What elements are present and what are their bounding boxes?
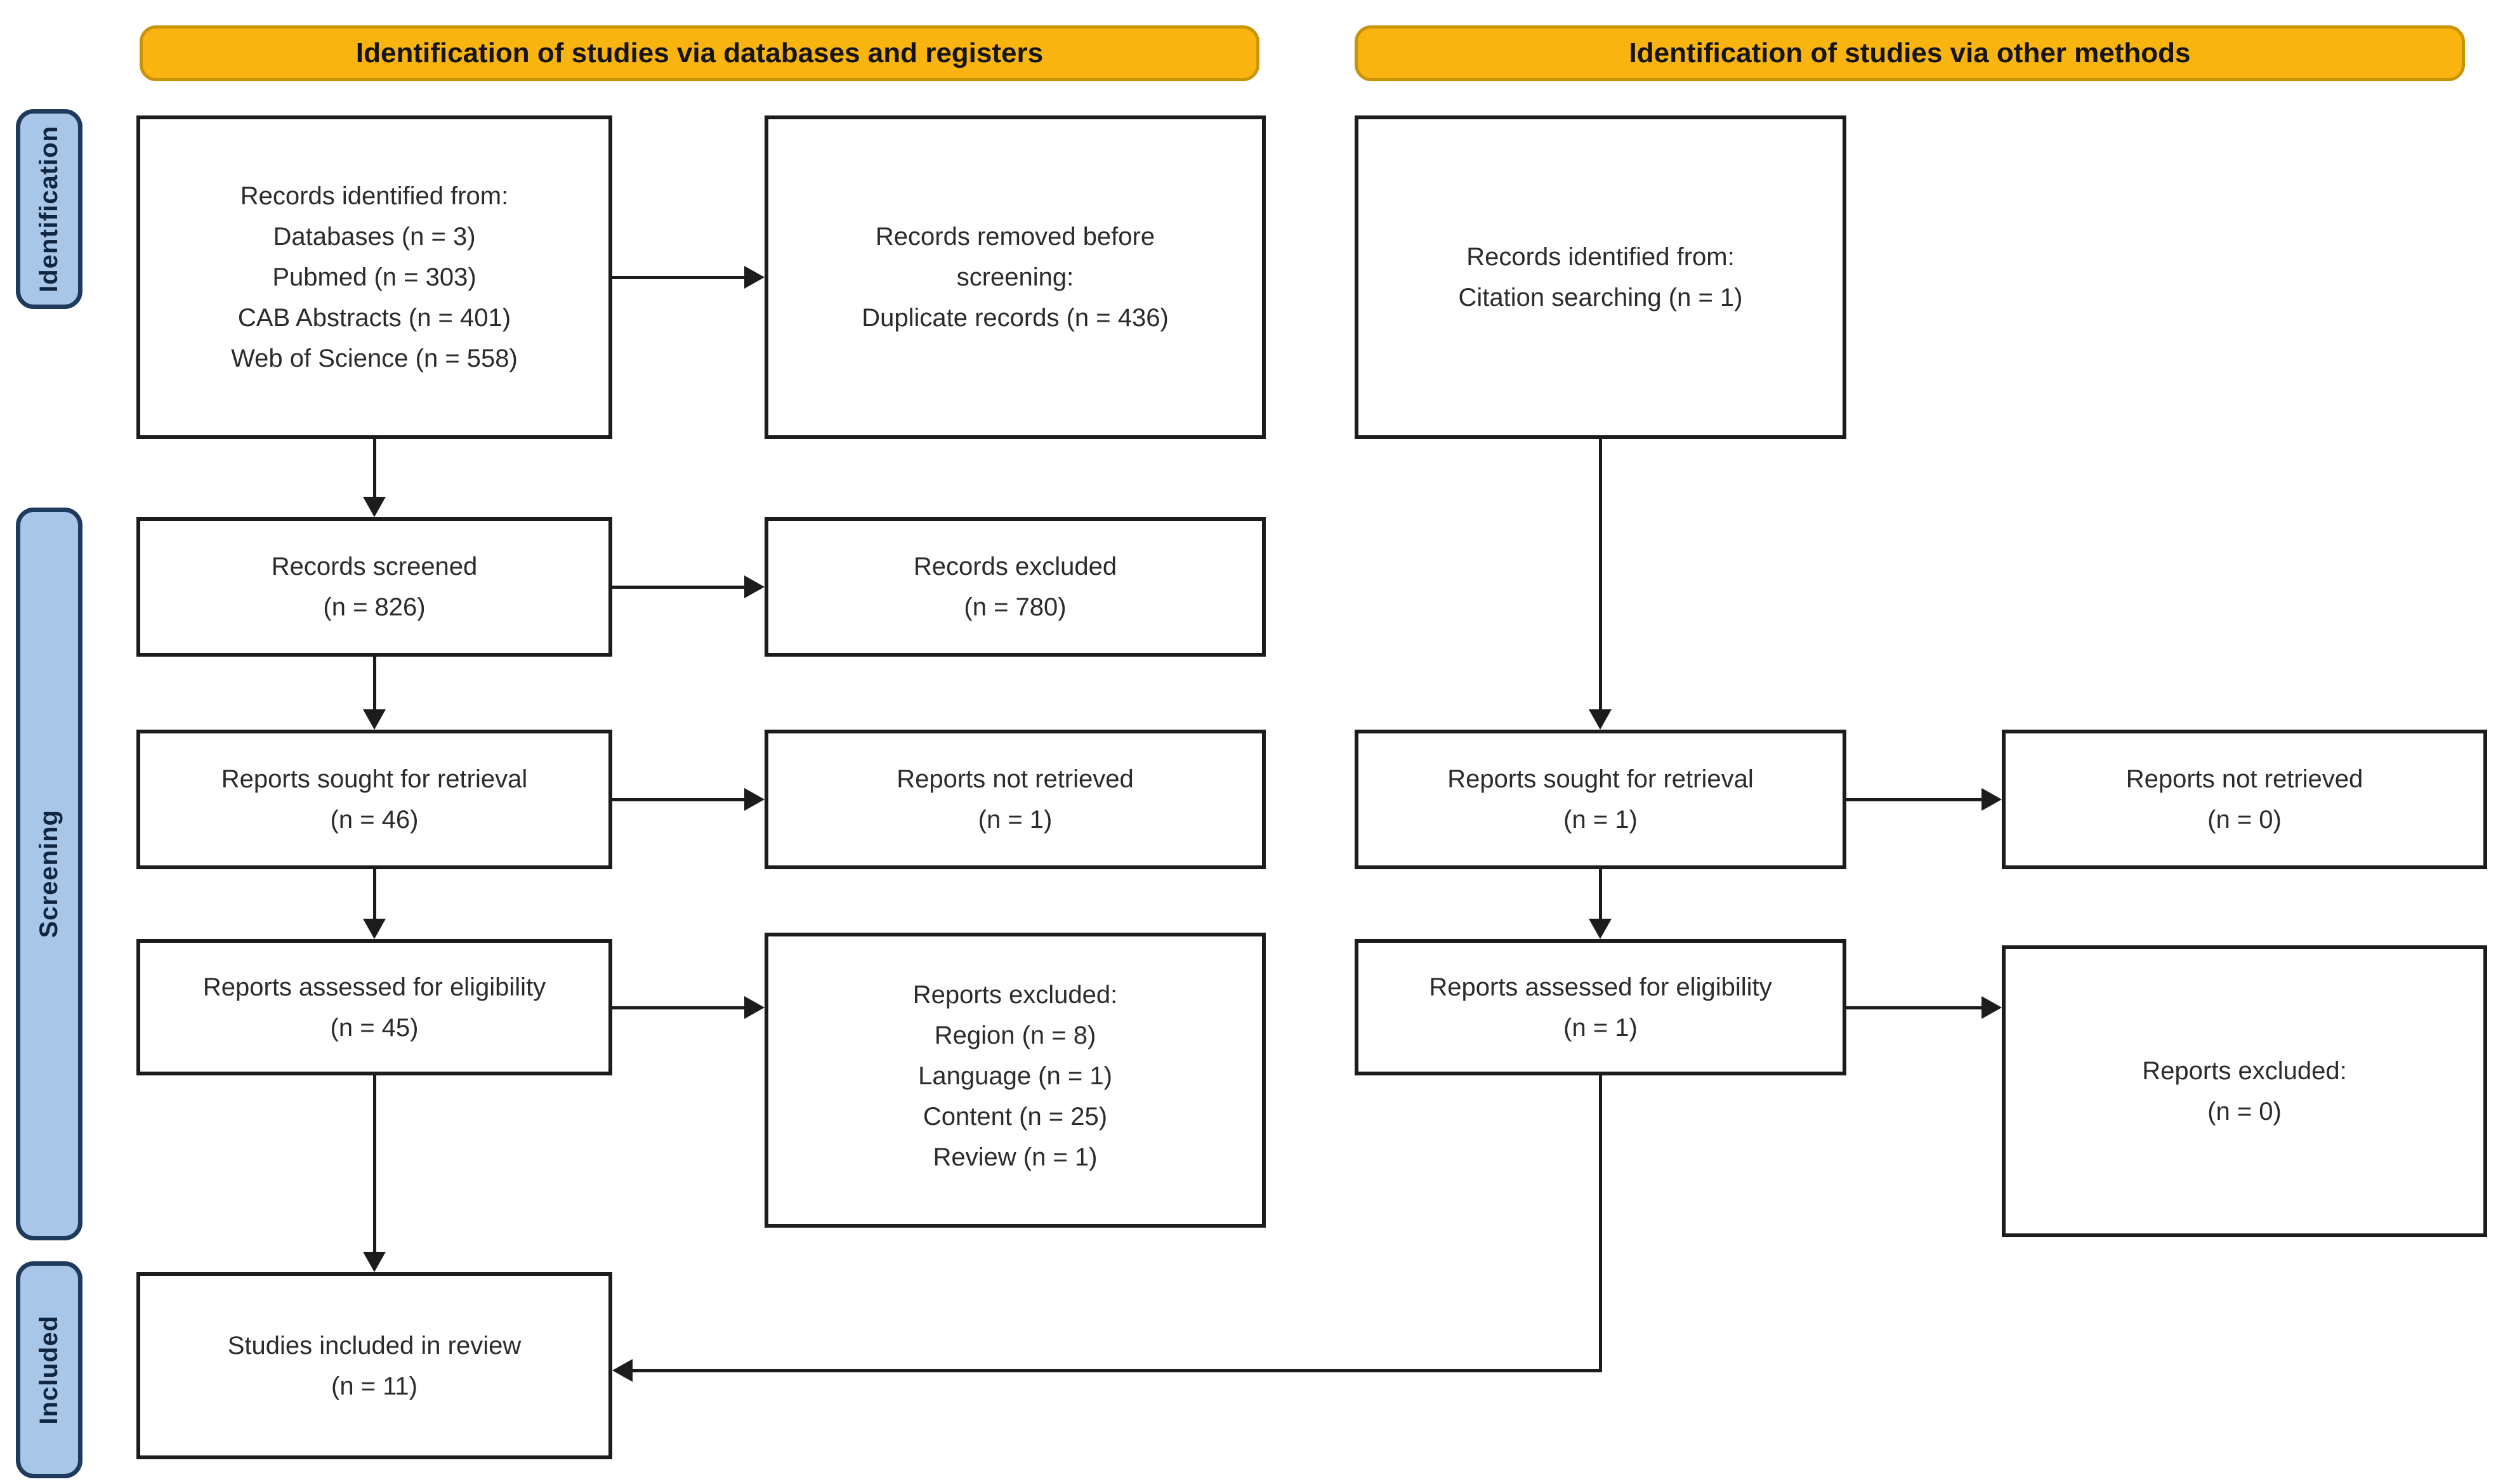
box-records-identified-other: Records identified from: Citation search… [1355,115,1846,439]
box-line: (n = 826) [323,593,426,621]
box-reports-excluded-databases: Reports excluded: Region (n = 8) Languag… [765,933,1266,1228]
box-line: Records identified from: [240,182,509,210]
box-records-excluded: Records excluded (n = 780) [765,517,1266,657]
box-line: CAB Abstracts (n = 401) [237,304,511,332]
stage-identification-label: Identification [35,126,63,292]
box-line: Web of Science (n = 558) [231,345,518,372]
box-line: Reports not retrieved [897,765,1134,793]
box-line: Records screened [271,553,478,581]
box-line: Reports sought for retrieval [221,765,528,793]
header-databases-registers: Identification of studies via databases … [140,25,1259,81]
box-line: Reports assessed for eligibility [1429,973,1772,1001]
box-line: Content (n = 25) [923,1103,1108,1131]
box-line: Review (n = 1) [933,1143,1098,1171]
box-line: Records removed before [875,223,1155,251]
box-records-identified-databases: Records identified from: Databases (n = … [136,115,612,439]
box-studies-included: Studies included in review (n = 11) [136,1272,612,1459]
box-records-removed-before-screening: Records removed before screening: Duplic… [765,115,1266,439]
stage-included: Included [16,1261,82,1478]
box-reports-assessed-other: Reports assessed for eligibility (n = 1) [1355,939,1846,1075]
box-reports-not-retrieved-other: Reports not retrieved (n = 0) [2002,730,2487,869]
box-line: Records identified from: [1466,243,1735,271]
box-line: Pubmed (n = 303) [272,263,476,291]
box-records-screened: Records screened (n = 826) [136,517,612,657]
box-reports-assessed-databases: Reports assessed for eligibility (n = 45… [136,939,612,1075]
box-line: (n = 0) [2207,1098,2282,1126]
box-line: (n = 1) [1563,1013,1638,1042]
box-line: (n = 1) [1563,806,1638,834]
box-line: Language (n = 1) [918,1062,1112,1090]
stage-screening: Screening [16,508,82,1240]
box-reports-sought-databases: Reports sought for retrieval (n = 46) [136,730,612,869]
header-other-methods: Identification of studies via other meth… [1355,25,2465,81]
box-line: (n = 1) [978,806,1053,834]
box-reports-excluded-other: Reports excluded: (n = 0) [2002,945,2487,1237]
box-line: Studies included in review [227,1331,522,1360]
box-line: (n = 45) [330,1013,419,1042]
stage-identification: Identification [16,109,82,309]
box-line: (n = 780) [964,593,1067,621]
header-other-methods-label: Identification of studies via other meth… [1629,37,2191,69]
box-line: (n = 46) [330,806,419,834]
box-line: Duplicate records (n = 436) [862,304,1169,332]
box-reports-sought-other: Reports sought for retrieval (n = 1) [1355,730,1846,869]
box-line: Records excluded [913,553,1117,581]
box-line: Databases (n = 3) [273,223,476,251]
box-line: Reports sought for retrieval [1447,765,1754,793]
box-line: (n = 0) [2207,806,2282,834]
stage-screening-label: Screening [35,810,63,938]
box-line: screening: [956,263,1074,291]
box-reports-not-retrieved-databases: Reports not retrieved (n = 1) [765,730,1266,869]
header-databases-registers-label: Identification of studies via databases … [355,37,1044,69]
box-line: Reports not retrieved [2126,765,2363,793]
box-line: Reports excluded: [912,981,1118,1009]
box-line: Reports assessed for eligibility [202,973,546,1001]
box-line: Region (n = 8) [934,1021,1096,1049]
box-line: Reports excluded: [2142,1057,2347,1085]
box-line: (n = 11) [331,1372,417,1400]
box-line: Citation searching (n = 1) [1458,284,1743,312]
stage-included-label: Included [35,1315,63,1425]
